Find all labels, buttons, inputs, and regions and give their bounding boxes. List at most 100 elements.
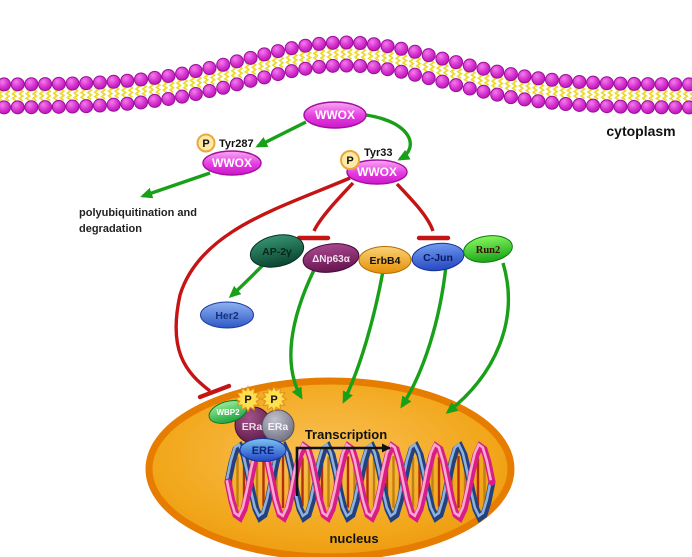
lipid-head [408,67,422,82]
np63a-oval [302,243,360,273]
her2-oval [200,301,254,329]
lipid-head [408,44,422,59]
lipid-head [366,37,381,52]
lipid-head [517,69,532,84]
lipid-tail [298,49,306,63]
nucleus-label: nucleus [329,531,378,546]
lipid-tail [168,80,175,94]
lipid-head [654,77,669,92]
ap2g-node: AP-2γ [249,234,305,268]
lipid-tail [655,88,662,102]
lipid-tail [230,65,237,79]
lipid-tail [257,58,265,72]
cjun-node: C-Jun [411,242,465,272]
lipid-tail [435,62,443,76]
erbb4-node: ErbB4 [358,246,412,274]
tyr287-site-label: Tyr287 [219,138,254,150]
lipid-head [353,58,368,73]
lipid-tail [641,88,648,102]
lipid-tail [661,88,669,102]
phospho-star-1-label: P [244,394,251,406]
wwox-tyr33-label: WWOX [357,165,397,179]
lipid-head [572,74,587,89]
lipid-tail [17,88,25,102]
lipid-tail [518,80,525,94]
arrow-ap2g-to-her2 [228,262,266,298]
arrow-erbb4-to-nucleus [342,270,385,404]
lipid-tail [401,52,408,66]
lipid-head [271,67,285,82]
lipid-tail [175,77,182,91]
lipid-head [490,64,505,79]
lipid-tail [545,83,552,97]
lipid-tail [237,65,244,79]
lipid-head [640,100,655,115]
lipid-head [517,92,532,107]
lipid-tail [394,52,402,66]
lipid-head [435,74,450,89]
lipid-head [65,99,80,114]
wwox-tyr287-label: WWOX [212,156,252,170]
lipid-tail [127,84,134,98]
inhibit-wwox-to-er-complex [174,176,351,393]
lipid-head [339,58,354,73]
lipid-tail [148,82,155,96]
lipid-head [531,94,546,109]
lipid-tail [38,88,45,102]
lipid-head [421,71,436,86]
lipid-tail [620,87,628,101]
transcription-label: Transcription [305,427,387,442]
lipid-head [490,87,505,102]
run2-oval [463,235,513,263]
lipid-tail [154,82,162,96]
lipid-tail [209,72,217,86]
inhibit-wwox-to-np63a [312,181,355,232]
lipid-tail [586,86,593,100]
arrow-np63a-to-nucleus [289,269,316,400]
lipid-head [380,62,395,77]
lipid-tail [24,88,32,102]
inhibit-wwox-to-cjun [395,182,435,232]
lipid-head [449,78,464,93]
lipid-head [257,47,272,62]
lipid-tail [689,88,692,101]
lipid-tail [682,88,689,102]
lipid-head [175,89,190,104]
phospho-circle-tyr287 [196,133,216,153]
lipid-head [24,100,39,115]
lipid-head [353,35,368,50]
lipid-head [38,77,53,92]
arrow-cjun-to-nucleus [400,265,448,409]
degradation-text-line1: polyubiquitination and [79,207,197,219]
lipid-head [312,59,327,74]
lipid-tail [634,88,641,102]
lipid-head [51,99,66,114]
lipid-head [394,41,409,56]
lipid-head [627,99,642,114]
lipid-head [503,90,518,105]
lipid-tail [305,49,312,63]
lipid-tail [182,77,189,91]
lipid-head [476,84,491,99]
lipid-head [531,71,546,86]
lipid-tail [52,88,59,101]
lipid-tail [113,85,121,99]
lipid-head [298,61,313,76]
lipid-tail [196,75,203,89]
lipid-tail [552,83,559,97]
lipid-head [613,76,628,91]
lipid-tail [600,87,607,101]
lipid-head [298,38,313,53]
lipid-head [216,80,231,95]
erbb4-label: ErbB4 [370,255,401,267]
lipid-head [188,64,203,79]
wwox-tyr33-node: WWOX P Tyr33 [340,147,408,185]
lipid-tail [264,58,271,72]
lipid-head [161,91,176,106]
lipid-head [120,73,135,88]
np63a-node: ΔNp63α [302,243,360,273]
run2-label: Run2 [476,245,501,256]
lipid-tail [483,72,491,86]
lipid-tail [593,86,600,100]
